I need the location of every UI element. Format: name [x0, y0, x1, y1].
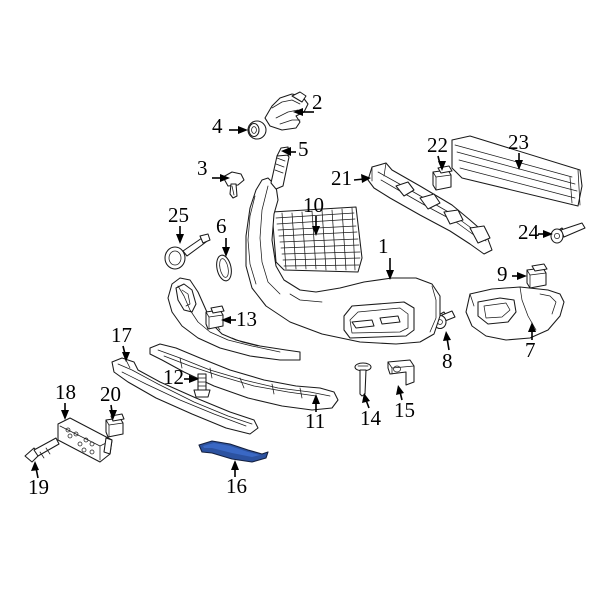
part-screw-19	[24, 437, 60, 463]
leader-9	[512, 272, 527, 280]
callout-label-3[interactable]: 3	[197, 156, 208, 180]
part-air-deflector-17	[111, 357, 259, 435]
leader-24	[538, 230, 553, 238]
leader-11	[312, 394, 320, 412]
leader-7	[528, 322, 536, 340]
callout-label-18[interactable]: 18	[55, 380, 76, 404]
leader-4	[229, 126, 248, 134]
part-bumper-bracket-upper	[264, 91, 309, 131]
leader-1	[386, 258, 394, 280]
callout-label-4[interactable]: 4	[212, 114, 223, 138]
callout-label-16[interactable]: 16	[226, 474, 247, 498]
leader-19	[31, 461, 39, 479]
leader-3	[212, 174, 230, 182]
callout-label-21[interactable]: 21	[331, 166, 352, 190]
part-bolt-flange-12	[193, 373, 211, 398]
callout-label-25[interactable]: 25	[168, 203, 189, 227]
part-tow-hook-tool-25	[164, 233, 211, 270]
part-clip-nut-9	[526, 263, 548, 289]
callout-label-1[interactable]: 1	[378, 234, 389, 258]
part-lower-valance-center	[149, 343, 339, 411]
part-clip-nut-22	[432, 165, 453, 191]
leader-25	[176, 226, 184, 244]
part-left-support-structure	[167, 277, 301, 361]
part-upper-grille	[271, 206, 363, 273]
callout-label-19[interactable]: 19	[28, 475, 49, 499]
leader-21	[353, 174, 371, 183]
part-bumper-reinforcement-lower	[367, 162, 493, 255]
callout-label-14[interactable]: 14	[360, 406, 381, 430]
leader-18	[61, 403, 69, 420]
callout-label-5[interactable]: 5	[298, 137, 309, 161]
callout-label-2[interactable]: 2	[312, 90, 323, 114]
leader-10	[312, 216, 320, 236]
callout-label-22[interactable]: 22	[427, 133, 448, 157]
callout-label-24[interactable]: 24	[518, 220, 539, 244]
part-screw-14	[354, 362, 372, 397]
leader-13	[221, 316, 236, 324]
part-u-nut-15	[387, 359, 415, 386]
part-cap-plug-6	[216, 254, 232, 282]
part-grommet-4	[247, 120, 267, 140]
part-license-plate-bracket-18	[57, 417, 113, 463]
part-lower-molding-highlighted	[198, 440, 269, 463]
callout-label-23[interactable]: 23	[508, 130, 529, 154]
leader-20	[109, 404, 117, 420]
part-fog-lamp-bezel-right	[465, 286, 565, 341]
leader-5	[281, 147, 296, 156]
callout-label-13[interactable]: 13	[236, 307, 257, 331]
leader-16	[231, 460, 239, 477]
leader-6	[222, 238, 230, 257]
callout-label-8[interactable]: 8	[442, 349, 453, 373]
leader-8	[443, 331, 451, 351]
callout-label-6[interactable]: 6	[216, 214, 227, 238]
part-bolt-24	[550, 222, 586, 244]
callout-label-11[interactable]: 11	[305, 409, 326, 433]
callout-label-15[interactable]: 15	[394, 398, 415, 422]
leader-15	[396, 385, 404, 401]
part-push-pin-retainer-3	[222, 171, 245, 199]
callout-label-9[interactable]: 9	[497, 262, 508, 286]
part-clip-nut-20	[105, 413, 125, 438]
callout-label-17[interactable]: 17	[111, 323, 132, 347]
leader-14	[362, 393, 370, 409]
callout-label-7[interactable]: 7	[525, 338, 536, 362]
leader-12	[184, 375, 199, 383]
callout-label-20[interactable]: 20	[100, 382, 121, 406]
callout-label-12[interactable]: 12	[163, 365, 184, 389]
leader-17	[122, 345, 130, 362]
part-clip-nut-13	[205, 305, 225, 330]
callout-label-10[interactable]: 10	[303, 193, 324, 217]
leader-2	[293, 108, 314, 116]
leader-22	[437, 155, 446, 171]
part-front-bumper-cover	[245, 177, 441, 345]
leader-23	[515, 153, 523, 170]
part-impact-bar-reinforcement	[451, 135, 583, 207]
